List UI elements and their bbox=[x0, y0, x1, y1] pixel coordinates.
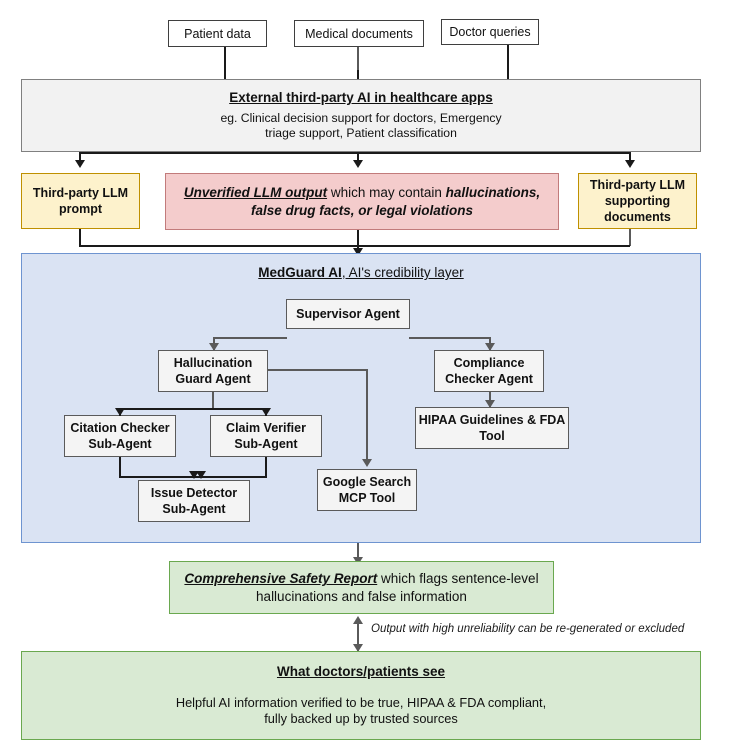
medguard-title-bold: MedGuard AI bbox=[258, 265, 342, 280]
connector-supervisor-left bbox=[213, 337, 287, 339]
arrowhead-to-supporting bbox=[625, 160, 635, 168]
source-box-label: Doctor queries bbox=[449, 25, 531, 39]
connector-medguard-bus bbox=[79, 245, 630, 247]
node-issue-detector-sub-agent[interactable]: Issue Detector Sub-Agent bbox=[138, 480, 250, 522]
connector-medical-down bbox=[357, 47, 359, 70]
arrowhead-feedback-up bbox=[353, 616, 363, 624]
connector-hallucination-bus bbox=[119, 408, 266, 410]
connector-to-supporting bbox=[629, 152, 631, 166]
node-label-line2: Checker Agent bbox=[445, 372, 533, 386]
external-ai-box[interactable]: External third-party AI in healthcare ap… bbox=[21, 79, 701, 152]
arrowhead-to-compliance bbox=[485, 343, 495, 351]
node-label-line1: Claim Verifier bbox=[226, 421, 306, 435]
unverified-llm-output-box[interactable]: Unverified LLM output which may contain … bbox=[165, 173, 559, 230]
feedback-note-label: Output with high unreliability can be re… bbox=[371, 623, 685, 635]
comprehensive-safety-report-box[interactable]: Comprehensive Safety Report which flags … bbox=[169, 561, 554, 614]
arrowhead-to-unverified bbox=[353, 160, 363, 168]
external-ai-title: External third-party AI in healthcare ap… bbox=[229, 90, 493, 106]
unverified-emphasis: Unverified LLM output bbox=[183, 185, 328, 201]
connector-supervisor-right bbox=[409, 337, 490, 339]
node-label-line2: Sub-Agent bbox=[234, 437, 298, 451]
connector-doctor-down bbox=[507, 45, 509, 90]
node-compliance-checker-agent[interactable]: Compliance Checker Agent bbox=[434, 350, 544, 392]
arrowhead-to-issue-a bbox=[189, 471, 199, 479]
medguard-title: MedGuard AI, AI's credibility layer bbox=[258, 264, 463, 281]
node-hipaa-guidelines-fda-tool[interactable]: HIPAA Guidelines & FDA Tool bbox=[415, 407, 569, 449]
arrowhead-to-claim bbox=[261, 408, 271, 416]
node-label-line1: Citation Checker bbox=[70, 421, 170, 435]
arrowhead-to-prompt bbox=[75, 160, 85, 168]
node-label-line2: Tool bbox=[479, 429, 505, 443]
final-title: What doctors/patients see bbox=[276, 664, 446, 680]
connector-to-unverified bbox=[357, 152, 359, 166]
node-label-line2: Guard Agent bbox=[175, 372, 251, 386]
arrowhead-to-hipaa bbox=[485, 400, 495, 408]
prompt-line1: Third-party LLM bbox=[32, 186, 129, 200]
final-line1: Helpful AI information verified to be tr… bbox=[175, 694, 547, 710]
connector-supporting-down bbox=[629, 229, 631, 246]
third-party-llm-supporting-docs-box[interactable]: Third-party LLM supporting documents bbox=[578, 173, 697, 229]
arrowhead-to-hallucination bbox=[209, 343, 219, 351]
node-claim-verifier-sub-agent[interactable]: Claim Verifier Sub-Agent bbox=[210, 415, 322, 457]
node-label-line2: Sub-Agent bbox=[88, 437, 152, 451]
external-ai-line2: triage support, Patient classification bbox=[265, 126, 457, 141]
supporting-line3: documents bbox=[604, 210, 671, 224]
node-supervisor-agent[interactable]: Supervisor Agent bbox=[286, 299, 410, 329]
node-label-line2: Sub-Agent bbox=[162, 502, 226, 516]
arrowhead-to-medguard bbox=[353, 248, 363, 256]
connector-hallucination-to-google-v bbox=[366, 369, 368, 463]
connector-feedback-line bbox=[357, 620, 359, 651]
node-label-line1: Google Search bbox=[322, 475, 412, 489]
unverified-bold1: hallucinations, bbox=[445, 185, 541, 201]
medguard-title-rest: , AI's credibility layer bbox=[341, 265, 464, 280]
node-label-line1: Hallucination bbox=[173, 356, 253, 370]
node-label-line2: MCP Tool bbox=[338, 491, 396, 505]
safety-report-line1: Comprehensive Safety Report which flags … bbox=[184, 570, 538, 587]
connector-hallucination-down bbox=[212, 392, 214, 409]
arrowhead-feedback-down bbox=[353, 644, 363, 652]
unverified-mid: which may contain bbox=[327, 185, 446, 201]
node-hallucination-guard-agent[interactable]: Hallucination Guard Agent bbox=[158, 350, 268, 392]
connector-claim-down bbox=[265, 457, 267, 477]
arrowhead-to-google bbox=[362, 459, 372, 467]
final-line2: fully backed up by trusted sources bbox=[264, 711, 458, 727]
unverified-line2: false drug facts, or legal violations bbox=[250, 202, 474, 218]
connector-hallucination-to-google-h bbox=[268, 369, 368, 371]
unverified-line1: Unverified LLM output which may contain … bbox=[184, 184, 540, 201]
safety-report-line2: hallucinations and false information bbox=[256, 588, 467, 604]
node-label-line1: HIPAA Guidelines & FDA bbox=[418, 413, 566, 427]
prompt-line2: prompt bbox=[58, 202, 103, 216]
connector-row3-bus bbox=[79, 152, 630, 154]
what-doctors-patients-see-box[interactable]: What doctors/patients see Helpful AI inf… bbox=[21, 651, 701, 740]
node-google-search-mcp-tool[interactable]: Google Search MCP Tool bbox=[317, 469, 417, 511]
source-box-label: Patient data bbox=[184, 26, 251, 41]
safety-report-emphasis: Comprehensive Safety Report bbox=[184, 571, 378, 587]
source-box-label: Medical documents bbox=[305, 26, 413, 41]
connector-patient-down bbox=[224, 47, 226, 90]
connector-citation-down bbox=[119, 457, 121, 477]
node-label-line1: Compliance bbox=[453, 356, 525, 370]
supporting-line2: supporting bbox=[604, 194, 671, 208]
node-label: Supervisor Agent bbox=[296, 307, 400, 321]
node-citation-checker-sub-agent[interactable]: Citation Checker Sub-Agent bbox=[64, 415, 176, 457]
connector-medguard-out bbox=[357, 543, 359, 567]
external-ai-line1: eg. Clinical decision support for doctor… bbox=[220, 110, 502, 125]
connector-to-prompt bbox=[79, 152, 81, 166]
third-party-llm-prompt-box[interactable]: Third-party LLM prompt bbox=[21, 173, 140, 229]
node-label-line1: Issue Detector bbox=[150, 486, 238, 500]
source-box-patient-data[interactable]: Patient data bbox=[168, 20, 267, 47]
supporting-line1: Third-party LLM bbox=[589, 178, 686, 192]
connector-prompt-down bbox=[79, 229, 81, 246]
source-box-medical-documents[interactable]: Medical documents bbox=[294, 20, 424, 47]
arrowhead-to-issue-b bbox=[196, 471, 206, 479]
safety-report-rest: which flags sentence-level bbox=[377, 571, 539, 587]
connector-unverified-down bbox=[357, 230, 359, 256]
source-box-doctor-queries[interactable]: Doctor queries bbox=[441, 19, 539, 45]
arrowhead-to-citation bbox=[115, 408, 125, 416]
